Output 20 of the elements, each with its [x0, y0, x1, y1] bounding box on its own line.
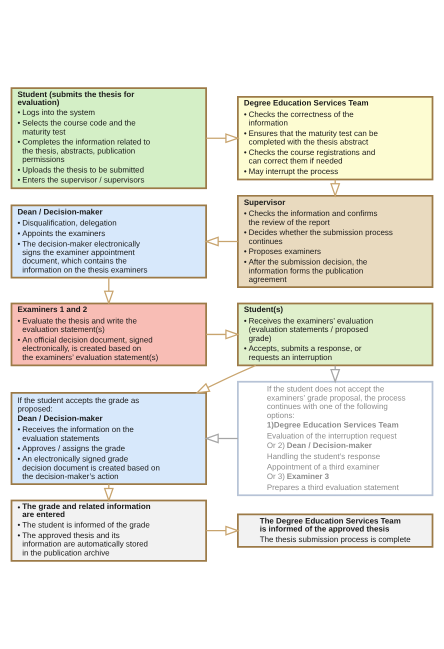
- arrow: [206, 526, 240, 536]
- arrow: [204, 236, 238, 247]
- node-box: Degree Education Services Team • Checks the correctness of the information • Ensures that the maturity test can be completed with the thesis abstract • Checks the course registrations and can correct them if needed • May interrupt the process: [237, 96, 434, 180]
- arrow: [204, 433, 238, 444]
- node-box: • The grade and related information are entered • The student is informed of the grade • The approved thesis and its information are automatically stored in the publication archive: [10, 500, 207, 562]
- node-box: If the student accepts the grade as proposed: Dean / Decision-maker • Receives the information on the evaluation statements • Approves / assigns the grade • An electronically signed grade decision document is created based on the decision-maker’s action: [10, 392, 207, 486]
- node-box: The Degree Education Services Team is informed of the approved thesis The thesis submission process is complete: [237, 513, 434, 548]
- node-box: Student (submits the thesis for evaluation) • Logs into the system • Selects the course code and the maturity test • Completes the information related to the thesis, abstracts, publication permissions • Uploads the thesis to be submitted • Enters the supervisor / supervisors: [10, 87, 207, 190]
- arrow: [330, 366, 340, 384]
- node-box: If the student does not accept the examiners' grade proposal, the process continues with one of the following options: 1)Degree Education Services Team Evaluation of the interruption request Or 2) Dean / Decision-maker Handling the student’s response Appointment of a third examiner Or 3) Examiner 3 Prepares a third evaluation statement: [237, 380, 434, 496]
- arrow: [206, 329, 240, 340]
- arrow: [330, 180, 340, 198]
- arrow: [206, 133, 240, 144]
- arrow: [104, 484, 114, 502]
- node-box: Student(s) • Receives the examiners’ evaluation (evaluation statements / proposed grade) • Accepts, submits a response, or requests an interruption: [237, 302, 434, 366]
- arrow: [104, 278, 114, 306]
- node-box: Examiners 1 and 2 • Evaluate the thesis and write the evaluation statement(s) • An official decision document, signed electronically, is created based on the examiners’ evaluation statement(s): [10, 302, 207, 366]
- arrow: [195, 364, 256, 394]
- node-box: Supervisor • Checks the information and confirms the review of the report • Decides whether the submission process continues • Proposes examiners • After the submission decision, the information forms the publication agreement: [237, 194, 434, 288]
- node-box: Dean / Decision-maker • Disqualification, delegation • Appoints the examiners • The decision-maker electronically signs the examiner appointment document, which contains the information on the thesis examiners: [10, 204, 207, 278]
